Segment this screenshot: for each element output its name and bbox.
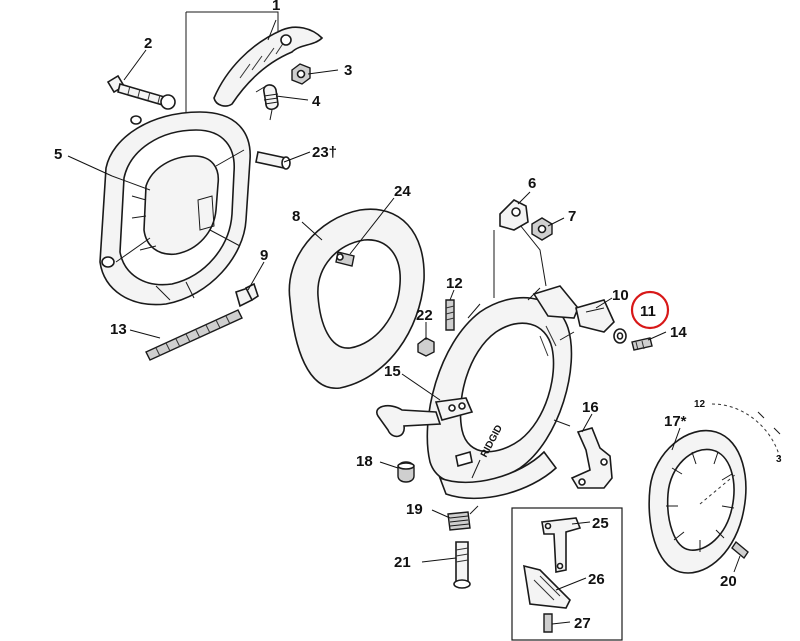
callout-4: 4 (312, 93, 321, 110)
callout-13: 13 (110, 321, 127, 338)
part-7-nut (531, 217, 553, 241)
callout-18: 18 (356, 453, 373, 470)
part-15-carriage-ring (376, 285, 579, 500)
part-26-plate (523, 564, 571, 609)
part-18-knob (397, 461, 415, 483)
part-14-screw (631, 337, 653, 351)
callout-19: 19 (406, 501, 423, 518)
callout-6: 6 (528, 175, 536, 192)
callout-25: 25 (592, 515, 609, 532)
part-3-nut (291, 63, 311, 85)
part-27-screw (543, 613, 553, 633)
callout-22: 22 (416, 307, 433, 324)
part-11-washer (613, 328, 627, 344)
part-21-pin (453, 541, 471, 589)
clock-label-3: 3 (776, 454, 782, 465)
part-19-spring (447, 505, 479, 531)
part-6-bracket (499, 199, 529, 231)
part-20-screw (731, 540, 749, 560)
part-16-lever (570, 427, 613, 489)
part-24-screw (335, 251, 355, 267)
part-22-nut (417, 337, 435, 357)
callout-26: 26 (588, 571, 605, 588)
callout-1: 1 (272, 0, 280, 14)
part-5-front-housing (99, 111, 251, 306)
callout-8: 8 (292, 208, 300, 225)
callout-15: 15 (384, 363, 401, 380)
part-23-shaft (255, 151, 291, 170)
callout-11: 11 (640, 303, 656, 320)
callout-3: 3 (344, 62, 352, 79)
callout-labels: 1 2 3 4 5 23† 24 8 9 13 6 7 12 10 11 14 … (54, 0, 782, 632)
callout-27: 27 (574, 615, 591, 632)
callout-12: 12 (446, 275, 463, 292)
part-4-spring (255, 84, 279, 121)
callout-9: 9 (260, 247, 268, 264)
callout-7: 7 (568, 208, 576, 225)
clock-label-12: 12 (694, 399, 706, 410)
callout-5: 5 (54, 146, 62, 163)
assembly-guide-lines (185, 11, 547, 298)
callout-10: 10 (612, 287, 629, 304)
callout-2: 2 (144, 35, 152, 52)
part-12-pin (445, 299, 455, 331)
leader-lines (67, 19, 741, 625)
callout-20: 20 (720, 573, 737, 590)
highlight-circle (630, 290, 670, 330)
part-10-clamp (575, 299, 615, 333)
part-17-brake-ring (648, 429, 747, 574)
part-25-plate (541, 517, 582, 573)
inset-box (511, 507, 623, 641)
part-2-bolt (106, 74, 176, 110)
callout-14: 14 (670, 324, 687, 341)
part-9-fitting (235, 282, 259, 308)
callout-17: 17* (664, 413, 687, 430)
callout-23: 23† (312, 144, 337, 161)
part-13-threaded-rod (145, 309, 243, 361)
callout-21: 21 (394, 554, 411, 571)
clock-arc (711, 403, 781, 459)
part-8-ring-plate (288, 208, 425, 389)
callout-16: 16 (582, 399, 599, 416)
callout-24: 24 (394, 183, 411, 200)
part-1-pawl-arm (213, 26, 324, 107)
